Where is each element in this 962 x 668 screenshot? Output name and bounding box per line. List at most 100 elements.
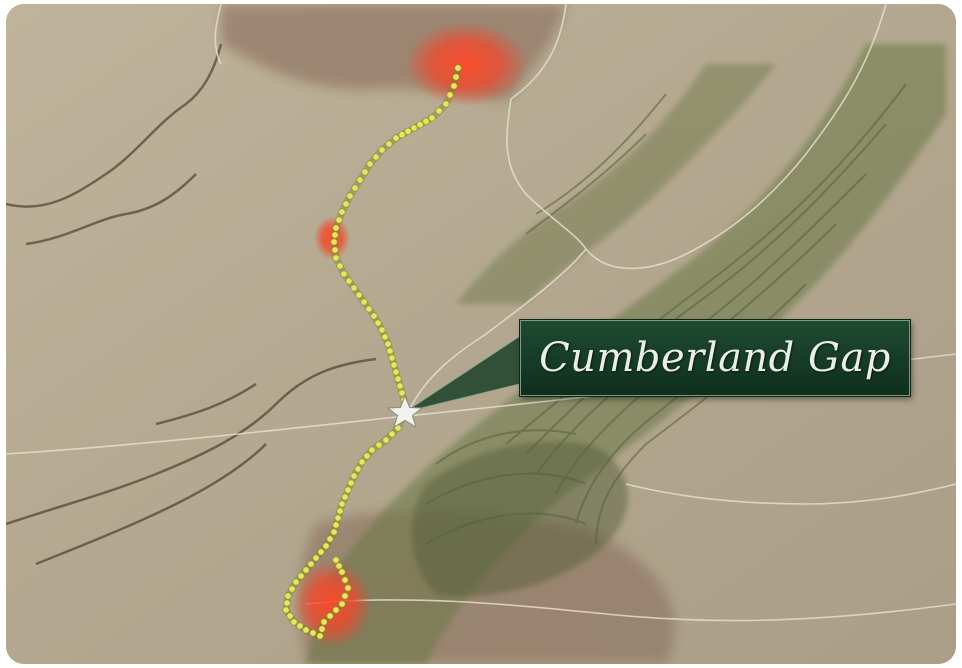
route-dot bbox=[368, 446, 376, 454]
route-dot bbox=[344, 486, 352, 494]
route-dot bbox=[335, 216, 343, 224]
route-dot bbox=[344, 584, 352, 592]
route-dot bbox=[355, 291, 363, 299]
route-dot bbox=[452, 73, 460, 81]
route-dot bbox=[390, 361, 398, 369]
route-dot bbox=[398, 131, 406, 139]
route-dot bbox=[341, 576, 349, 584]
route-dot bbox=[347, 479, 355, 487]
route-dot bbox=[381, 333, 389, 341]
route-dot bbox=[330, 238, 338, 246]
rivers bbox=[6, 43, 377, 566]
route-dot bbox=[354, 465, 362, 473]
route-dot bbox=[336, 262, 344, 270]
route-dot bbox=[284, 592, 292, 600]
route-dot bbox=[422, 117, 430, 125]
route-dot bbox=[446, 91, 454, 99]
route-dot bbox=[326, 612, 334, 620]
route-dot bbox=[416, 121, 424, 129]
route-dot bbox=[435, 107, 443, 115]
route-dot bbox=[317, 548, 325, 556]
route-dot bbox=[378, 326, 386, 334]
route-dot bbox=[340, 270, 348, 278]
route-dot bbox=[366, 160, 374, 168]
route-dot bbox=[398, 389, 406, 397]
map-view: Cumberland Gap bbox=[6, 4, 956, 664]
route-dot bbox=[332, 556, 340, 564]
route-dot bbox=[372, 153, 380, 161]
route-dot bbox=[450, 82, 458, 90]
route-dot bbox=[365, 305, 373, 313]
route-dot bbox=[356, 176, 364, 184]
route-dot bbox=[363, 452, 371, 460]
route-dot bbox=[342, 200, 350, 208]
route-dot bbox=[330, 528, 338, 536]
route-dot bbox=[396, 382, 404, 390]
route-dot bbox=[388, 354, 396, 362]
route-dot bbox=[374, 319, 382, 327]
route-dot bbox=[341, 592, 349, 600]
highlight-south bbox=[292, 560, 372, 648]
route-dot bbox=[318, 625, 326, 633]
star-icon bbox=[386, 394, 424, 429]
route-dot bbox=[312, 554, 320, 562]
highlight-north bbox=[404, 22, 528, 106]
route-dot bbox=[302, 626, 310, 634]
route-dot bbox=[332, 606, 340, 614]
route-dot bbox=[410, 124, 418, 132]
highlight-middle bbox=[314, 216, 350, 260]
route-dot bbox=[288, 585, 296, 593]
route-dot bbox=[392, 368, 400, 376]
route-dot bbox=[283, 599, 291, 607]
route-dot bbox=[370, 312, 378, 320]
route-dot bbox=[316, 632, 324, 640]
route-dot bbox=[385, 140, 393, 148]
route-dot bbox=[345, 277, 353, 285]
callout-pointer-edge-bottom bbox=[404, 383, 521, 413]
route-dot bbox=[320, 618, 328, 626]
route-dot bbox=[307, 560, 315, 568]
route-dot bbox=[332, 224, 340, 232]
route-dot bbox=[341, 493, 349, 501]
route-dot bbox=[358, 458, 366, 466]
route-dot bbox=[392, 134, 400, 142]
route-dot bbox=[388, 430, 396, 438]
route-dot bbox=[322, 542, 330, 550]
route-dot bbox=[331, 246, 339, 254]
route-dot bbox=[346, 192, 354, 200]
cumberland-gap-callout: Cumberland Gap bbox=[520, 320, 910, 396]
route-dot bbox=[292, 578, 300, 586]
route-dot bbox=[442, 100, 450, 108]
route-dot bbox=[290, 618, 298, 626]
route-dot bbox=[336, 507, 344, 515]
route-dot bbox=[335, 562, 343, 570]
route-dot bbox=[386, 347, 394, 355]
route-dot bbox=[351, 184, 359, 192]
route-dot bbox=[384, 340, 392, 348]
route-dot bbox=[282, 606, 290, 614]
route-dot bbox=[332, 254, 340, 262]
mountain-band-north bbox=[456, 64, 776, 304]
route-dot bbox=[326, 535, 334, 543]
route-dot bbox=[297, 572, 305, 580]
route-dot bbox=[350, 284, 358, 292]
route-dot bbox=[331, 231, 339, 239]
route-dot bbox=[375, 441, 383, 449]
route-dot bbox=[334, 514, 342, 522]
route-dot bbox=[378, 146, 386, 154]
callout-label: Cumberland Gap bbox=[539, 335, 891, 381]
route-dot bbox=[454, 64, 462, 72]
route-dot bbox=[338, 600, 346, 608]
route-dot bbox=[382, 436, 390, 444]
wilderness-road-route bbox=[282, 64, 462, 640]
route-dot bbox=[302, 566, 310, 574]
route-dot bbox=[338, 208, 346, 216]
route-dot bbox=[309, 629, 317, 637]
callout-pointer-edge-top bbox=[404, 335, 521, 413]
route-dot bbox=[338, 568, 346, 576]
route-dot bbox=[332, 521, 340, 529]
route-dot bbox=[360, 298, 368, 306]
route-dot bbox=[286, 612, 294, 620]
route-dot bbox=[394, 375, 402, 383]
